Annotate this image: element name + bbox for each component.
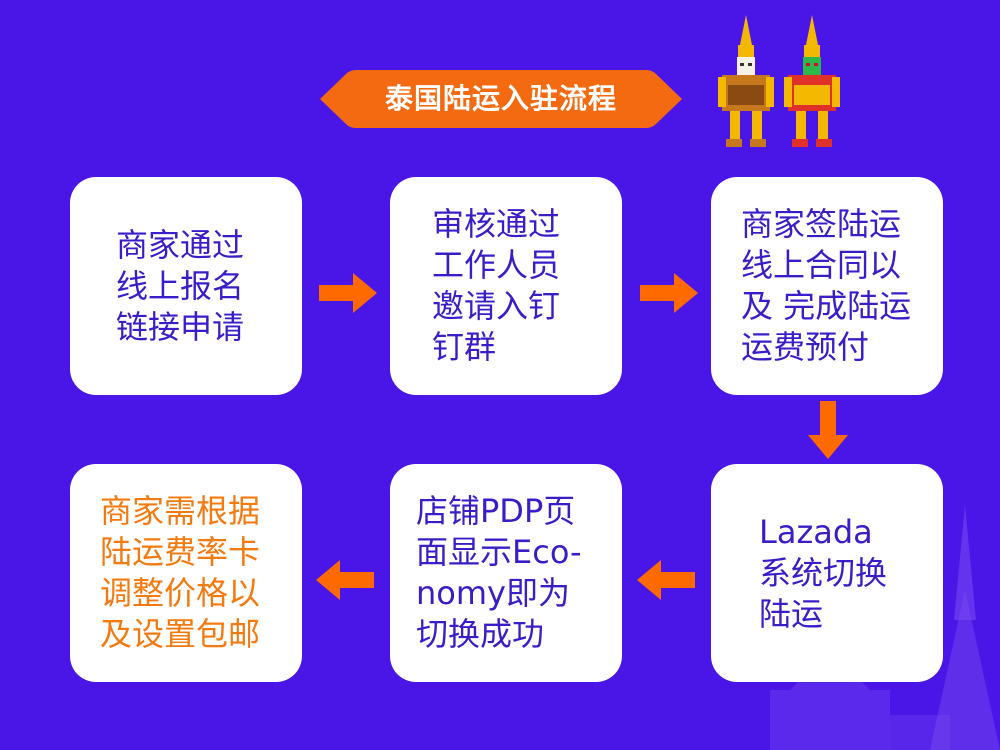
- step-4-text: Lazada 系统切换 陆运: [759, 512, 887, 635]
- step-3-line: 商家签陆运: [741, 205, 902, 243]
- step-6-line: 及设置包邮: [100, 615, 261, 653]
- guardian-figure-right-icon: [784, 15, 840, 147]
- step-5-line: nomy即为: [416, 574, 570, 612]
- step-6-line: 调整价格以: [100, 574, 261, 612]
- step-6-text: 商家需根据 陆运费率卡 调整价格以 及设置包邮: [100, 491, 260, 655]
- step-5-box: 店铺PDP页 面显示Eco- nomy即为 切换成功: [390, 464, 622, 682]
- step-1-text: 商家通过 线上报名 链接申请: [116, 225, 244, 348]
- step-3-box: 商家签陆运 线上合同以 及 完成陆运 运费预付: [711, 177, 943, 395]
- step-6-line: 商家需根据: [100, 492, 261, 530]
- arrow-left-icon: [637, 560, 695, 600]
- diagram-title: 泰国陆运入驻流程: [384, 82, 617, 115]
- step-2-line: 钉群: [432, 328, 497, 366]
- step-3-text: 商家签陆运 线上合同以 及 完成陆运 运费预付: [741, 204, 911, 368]
- step-1-line: 链接申请: [116, 307, 245, 346]
- step-5-text: 店铺PDP页 面显示Eco- nomy即为 切换成功: [416, 491, 582, 655]
- step-4-line: 陆运: [759, 594, 824, 633]
- step-2-line: 审核通过: [432, 205, 561, 243]
- step-6-box: 商家需根据 陆运费率卡 调整价格以 及设置包邮: [70, 464, 302, 682]
- step-2-text: 审核通过 工作人员 邀请入钉 钉群: [432, 204, 560, 368]
- step-1-line: 商家通过: [116, 225, 245, 264]
- step-5-line: 面显示Eco-: [416, 533, 582, 571]
- step-4-line: Lazada: [759, 512, 873, 551]
- step-3-line: 及 完成陆运: [741, 287, 912, 325]
- title-banner: 泰国陆运入驻流程: [320, 68, 682, 130]
- step-5-line: 切换成功: [416, 615, 545, 653]
- guardian-figure-left-icon: [718, 15, 774, 147]
- step-3-line: 线上合同以: [741, 246, 902, 284]
- step-4-box: Lazada 系统切换 陆运: [711, 464, 943, 682]
- step-6-line: 陆运费率卡: [100, 533, 261, 571]
- arrow-left-icon: [316, 560, 374, 600]
- step-1-line: 线上报名: [116, 266, 245, 305]
- step-5-line: 店铺PDP页: [416, 492, 576, 530]
- step-2-line: 工作人员: [432, 246, 561, 284]
- step-2-box: 审核通过 工作人员 邀请入钉 钉群: [390, 177, 622, 395]
- step-1-box: 商家通过 线上报名 链接申请: [70, 177, 302, 395]
- arrow-right-icon: [640, 273, 698, 313]
- arrow-right-icon: [319, 273, 377, 313]
- step-2-line: 邀请入钉: [432, 287, 561, 325]
- step-4-line: 系统切换: [759, 553, 888, 592]
- arrow-down-icon: [808, 401, 848, 459]
- step-3-line: 运费预付: [741, 328, 870, 366]
